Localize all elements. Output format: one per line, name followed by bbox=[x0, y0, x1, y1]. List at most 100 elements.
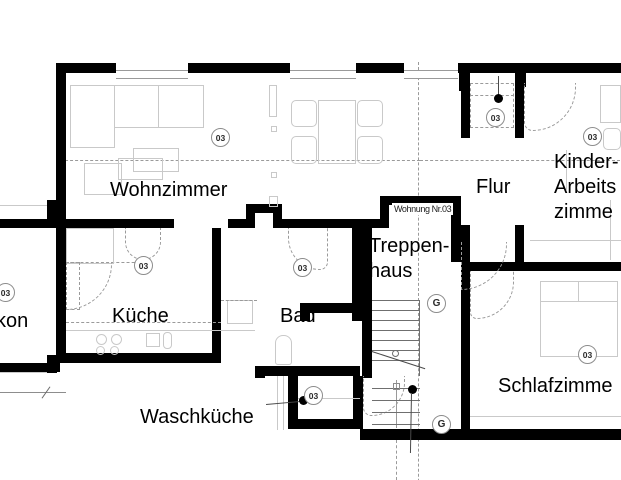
interior-wall-kitchen-right bbox=[212, 228, 221, 353]
exterior-wall-top bbox=[356, 63, 404, 73]
interior-wall-bath-left bbox=[255, 366, 265, 378]
sofa-left-section bbox=[70, 85, 115, 148]
interior-wall-laundry-bottom bbox=[288, 419, 363, 429]
room-detail-line bbox=[610, 200, 611, 260]
apartment-marker-bad: 03 bbox=[293, 258, 312, 277]
interior-wall-hall-right bbox=[515, 73, 524, 138]
room-label-kinderzimmer: Kinder- Arbeits zimme bbox=[554, 151, 619, 223]
interior-wall-balcony bbox=[0, 219, 66, 228]
dining-chair bbox=[357, 100, 383, 127]
interior-wall-bath-bottom bbox=[255, 366, 360, 376]
kitchen-axis-dash bbox=[66, 322, 221, 323]
balcony-edge-line bbox=[0, 372, 47, 373]
pillow-left bbox=[540, 281, 579, 302]
interior-wall-stairwell-notch bbox=[380, 196, 389, 228]
interior-wall-niche bbox=[246, 204, 282, 213]
outlet-symbol bbox=[271, 172, 277, 178]
door-leaf-hall-left bbox=[470, 83, 514, 128]
stove-burner bbox=[110, 346, 119, 355]
bathroom-floor-line bbox=[221, 330, 255, 331]
kitchen-sink bbox=[146, 333, 160, 347]
apartment-marker-kinderzimmer: 03 bbox=[583, 127, 602, 146]
door-swing-hall-right bbox=[524, 83, 576, 131]
axis-line-horizontal bbox=[420, 160, 620, 161]
stair-tread-lower bbox=[372, 388, 420, 389]
door-swing-laundry bbox=[363, 376, 405, 416]
leader-line-stairwell bbox=[409, 392, 412, 453]
interior-wall-hall-left-lower bbox=[461, 335, 470, 430]
stair-tread bbox=[372, 340, 420, 341]
balcony-edge-line bbox=[0, 205, 47, 206]
bathroom-vanity bbox=[227, 300, 253, 324]
sofa-middle-section bbox=[114, 85, 159, 128]
stove-burner bbox=[96, 334, 107, 345]
room-label-schlafzimmer: Schlafzimme bbox=[498, 375, 613, 397]
stair-tread bbox=[372, 360, 420, 361]
interior-wall-stairwell-bottom bbox=[360, 429, 621, 440]
leader-dot-waschkueche bbox=[299, 396, 308, 405]
interior-wall-stairwell-right bbox=[451, 242, 461, 262]
window-band bbox=[290, 70, 356, 79]
rug-outline bbox=[84, 163, 122, 195]
interior-wall-horizontal bbox=[282, 219, 384, 228]
room-label-bad: Bad bbox=[280, 305, 316, 327]
stair-tread-lower bbox=[372, 412, 420, 413]
interior-wall-niche bbox=[273, 204, 282, 228]
interior-wall-bath-step bbox=[300, 303, 352, 313]
window-band bbox=[116, 70, 188, 79]
stair-marker-lower: G bbox=[432, 415, 451, 434]
axis-line-horizontal bbox=[60, 160, 420, 161]
axis-line-vertical bbox=[418, 62, 419, 480]
interior-wall-hall-left bbox=[461, 73, 470, 138]
stair-axis-dash bbox=[396, 440, 397, 480]
kitchen-counter bbox=[66, 228, 114, 264]
wall-pilaster bbox=[518, 73, 526, 87]
sofa-right-section bbox=[158, 85, 204, 128]
unit-number-tag: Wohnung Nr.03 bbox=[392, 203, 454, 215]
leader-dot-stairwell bbox=[408, 385, 417, 394]
stair-tread bbox=[372, 320, 420, 321]
apartment-marker-balkon: 03 bbox=[0, 283, 15, 302]
side-table bbox=[118, 158, 163, 180]
stair-tread-lower bbox=[372, 400, 420, 401]
stair-tread bbox=[372, 310, 420, 311]
exterior-wall-top bbox=[56, 63, 116, 73]
exterior-wall-balcony-left bbox=[47, 200, 57, 228]
room-label-kueche: Küche bbox=[112, 305, 169, 327]
interior-wall-stairwell-left bbox=[362, 228, 372, 378]
coffee-table bbox=[133, 148, 179, 172]
room-detail-line bbox=[530, 240, 621, 241]
interior-wall-stairwell-notch bbox=[362, 219, 388, 228]
room-label-waschkueche: Waschküche bbox=[140, 406, 254, 428]
bedroom-floor-line bbox=[470, 416, 621, 417]
interior-wall-horizontal bbox=[246, 204, 255, 228]
apartment-marker-waschkueche: 03 bbox=[304, 386, 323, 405]
leader-dot-flur bbox=[494, 94, 503, 103]
stair-outline bbox=[372, 300, 420, 376]
door-swing-bedroom bbox=[470, 271, 514, 319]
stove-burner bbox=[111, 334, 122, 345]
door-leaf-kitchen bbox=[66, 262, 80, 310]
wall-pilaster bbox=[459, 73, 467, 91]
interior-wall-horizontal bbox=[56, 219, 174, 228]
room-label-wohnzimmer: Wohnzimmer bbox=[110, 179, 228, 201]
bathroom-axis-dash bbox=[221, 300, 257, 301]
stair-marker-upper: G bbox=[427, 294, 446, 313]
interior-wall-bath-right bbox=[352, 228, 362, 303]
dining-chair bbox=[291, 136, 317, 164]
dining-table bbox=[318, 100, 356, 164]
interior-wall-bath-right bbox=[352, 303, 362, 321]
dimension-line bbox=[0, 392, 66, 393]
interior-wall-kitchen-bottom bbox=[66, 353, 221, 363]
apartment-marker-kueche: 03 bbox=[134, 256, 153, 275]
stair-tread-lower bbox=[372, 424, 420, 425]
exterior-wall-left bbox=[56, 63, 66, 228]
apartment-marker-flur: 03 bbox=[486, 108, 505, 127]
room-label-flur: Flur bbox=[476, 176, 511, 198]
radiator-symbol bbox=[269, 196, 278, 207]
stair-tread bbox=[372, 330, 420, 331]
stair-direction-arrow bbox=[393, 383, 400, 390]
stair-handrail bbox=[396, 380, 397, 428]
interior-wall-horizontal bbox=[228, 219, 246, 228]
